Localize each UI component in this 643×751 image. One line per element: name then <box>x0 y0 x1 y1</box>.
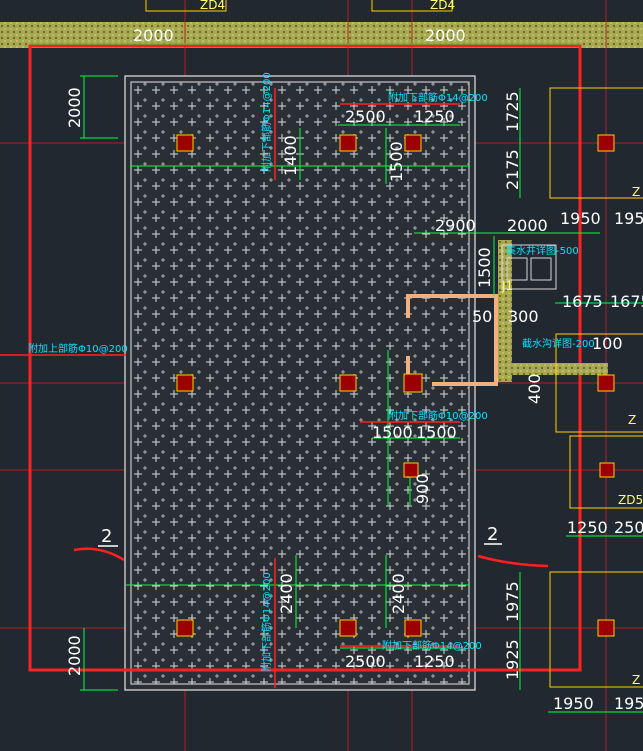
pile-label-z-bottom: Z <box>632 673 640 687</box>
sump-detail-inner-b <box>530 257 552 281</box>
dim-right-1975: 1975 <box>503 581 522 622</box>
dim-span-1250: 1250 <box>567 518 608 537</box>
dim-left-upper: 2000 <box>65 87 84 128</box>
zd4-boxes <box>145 0 453 12</box>
dim-v-1500-mid: 1500 <box>475 247 494 288</box>
right-pile-caps <box>549 87 643 688</box>
sump-detail-inner-a <box>506 257 528 281</box>
dim-bottom-1950: 1950 <box>553 694 594 713</box>
rebar-lines <box>0 88 460 688</box>
dim-span-1950-top: 1950 <box>560 209 601 228</box>
dim-span-1675-edge: 1675 <box>610 292 643 311</box>
dim-v-2400-right: 2400 <box>389 573 408 614</box>
section-cut-lines <box>73 547 549 568</box>
sump-detail-label: 集水井详图-500 <box>506 244 579 257</box>
dim-top-left: 2000 <box>133 26 174 45</box>
pile-label-zd5: ZD5 <box>618 493 643 507</box>
note-mid-rebar: 附加下部筋Φ10@200 <box>388 409 488 422</box>
section-mark-left: 2 <box>101 526 112 547</box>
dim-mid-1500-a: 1500 <box>372 423 413 442</box>
j1-label: J1 <box>501 279 513 293</box>
note-drain: 截水沟详图-200 <box>522 337 595 350</box>
note-bottom-rebar-v: 附加下部筋Φ14@200 <box>260 572 273 672</box>
pile-label-z-top: Z <box>632 185 640 199</box>
zd4-label-right: ZD4 <box>430 0 455 12</box>
dim-pit-400: 400 <box>525 373 544 404</box>
dim-v-2400-left: 2400 <box>277 573 296 614</box>
dim-mid-1500-b: 1500 <box>416 423 457 442</box>
note-top-rebar-v: 附加下部筋Φ14@200 <box>260 72 273 172</box>
dim-right-1725: 1725 <box>503 91 522 132</box>
dim-span-250-edge: 250 <box>614 518 643 537</box>
section-mark-right: 2 <box>487 524 498 545</box>
dim-v-1400: 1400 <box>281 135 300 176</box>
dim-bottom-span-b: 1250 <box>414 652 455 671</box>
dim-top-span-a: 2500 <box>345 107 386 126</box>
dim-span-2000: 2000 <box>507 216 548 235</box>
dim-v-900: 900 <box>413 473 432 504</box>
dimension-lines <box>30 43 643 713</box>
note-left-rebar: 附加上部筋Φ10@200 <box>28 342 128 355</box>
sump-detail-box <box>501 244 557 290</box>
zd4-label-left: ZD4 <box>200 0 225 12</box>
note-bottom-rebar-h: 附加下部筋Φ14@200 <box>382 639 482 652</box>
dim-pit-100: 100 <box>592 334 623 353</box>
foundation-outline <box>28 44 582 672</box>
dim-pit-300: 300 <box>508 307 539 326</box>
note-top-rebar-h: 附加下部筋Φ14@200 <box>388 91 488 104</box>
dim-bottom-span-a: 2500 <box>345 652 386 671</box>
pile-label-z-mid: Z <box>628 413 636 427</box>
dim-span-195-top: 195 <box>614 209 643 228</box>
dim-left-lower: 2000 <box>65 635 84 676</box>
dim-right-2175: 2175 <box>503 149 522 190</box>
dim-bottom-195: 195 <box>614 694 643 713</box>
dim-right-1925: 1925 <box>503 639 522 680</box>
dim-pit-50: 50 <box>472 307 492 326</box>
columns <box>176 134 615 637</box>
dim-span-2900: 2900 <box>435 216 476 235</box>
dim-span-1675: 1675 <box>562 292 603 311</box>
dim-top-right: 2000 <box>425 26 466 45</box>
dim-top-span-b: 1250 <box>414 107 455 126</box>
dim-v-1500-top: 1500 <box>387 141 406 182</box>
drain-channel-hatch-h <box>498 363 608 375</box>
